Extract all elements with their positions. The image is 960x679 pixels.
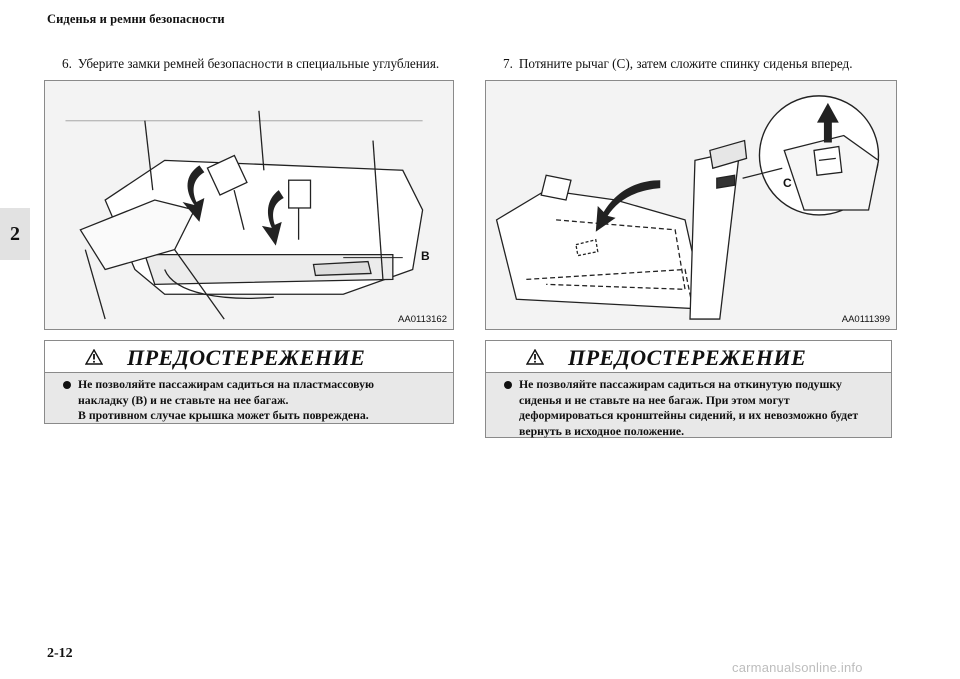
watermark: carmanualsonline.info [732, 660, 863, 675]
warning-title: ПРЕДОСТЕРЕЖЕНИЕ [568, 345, 807, 370]
page-number: 2-12 [47, 646, 73, 661]
warning-line: сиденья и не ставьте на нее багаж. При э… [519, 392, 790, 407]
running-header: Сиденья и ремни безопасности [47, 12, 225, 26]
warning-line: Не позволяйте пассажирам садиться на пла… [78, 377, 375, 391]
warning-triangle-icon [526, 349, 544, 365]
warning-body: Не позволяйте пассажирам садиться на отк… [486, 373, 891, 439]
warning-line: вернуть в исходное положение. [519, 423, 685, 438]
step-number: 7. [503, 56, 513, 71]
warning-line: Не позволяйте пассажирам садиться на отк… [519, 377, 842, 391]
warning-header: ПРЕДОСТЕРЕЖЕНИЕ [486, 341, 891, 373]
step-6: 6. Уберите замки ремней безопасности в сп… [62, 56, 439, 72]
step-text: Уберите замки ремней безопасности в спец… [77, 56, 440, 71]
chapter-tab: 2 [0, 208, 30, 260]
seatback-illustration [495, 95, 880, 320]
warning-line: деформироваться кронштейны сидений, и их… [519, 408, 859, 422]
warning-body: Не позволяйте пассажирам садиться на пла… [45, 373, 453, 424]
figure-fold-seatback: C AA0111399 [485, 80, 897, 330]
warning-triangle-icon [85, 349, 103, 365]
bullet-icon [504, 381, 512, 389]
warning-line: В противном случае крышка может быть пов… [78, 408, 369, 422]
callout-c: C [783, 176, 792, 190]
figure-code: AA0111399 [841, 314, 890, 325]
step-7: 7. Потяните рычаг (C), затем сложите спин… [503, 56, 853, 72]
seat-illustration [65, 110, 424, 320]
warning-box-left: ПРЕДОСТЕРЕЖЕНИЕ Не позволяйте пассажирам… [44, 340, 454, 424]
callout-b: B [421, 249, 430, 263]
warning-box-right: ПРЕДОСТЕРЕЖЕНИЕ Не позволяйте пассажирам… [485, 340, 892, 438]
bullet-icon [63, 381, 71, 389]
warning-line: накладку (B) и не ставьте на нее багаж. [78, 392, 289, 407]
step-number: 6. [62, 56, 72, 71]
step-text: Потяните рычаг (C), затем сложите спинку… [518, 56, 853, 71]
figure-code: AA0113162 [398, 314, 447, 325]
warning-title: ПРЕДОСТЕРЕЖЕНИЕ [127, 345, 366, 370]
figure-seatbelt-buckles: B AA0113162 [44, 80, 454, 330]
warning-header: ПРЕДОСТЕРЕЖЕНИЕ [45, 341, 453, 373]
